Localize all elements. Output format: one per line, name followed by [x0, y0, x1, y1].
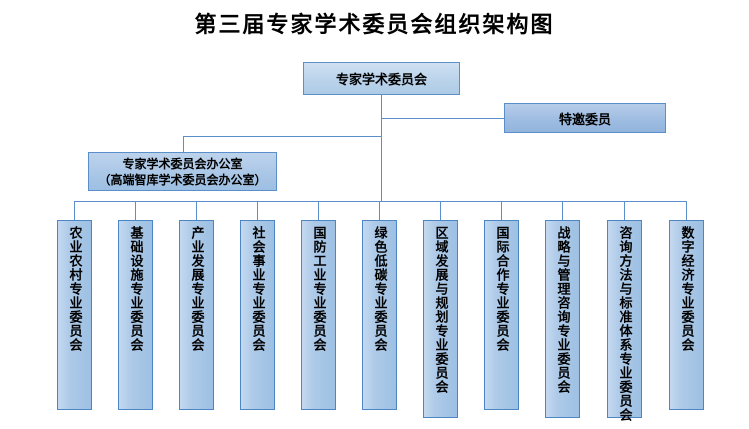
connector-drop-4	[257, 201, 258, 220]
connector-drop-7	[440, 201, 441, 220]
connector-drop-3	[196, 201, 197, 220]
node-committee-6[interactable]: 绿色低碳专业委员会	[362, 220, 397, 410]
connector-drop-9	[562, 201, 563, 220]
node-committee-1-label: 农业农村专业委员会	[67, 226, 83, 352]
node-committee-6-label: 绿色低碳专业委员会	[372, 226, 388, 352]
connector-drop-1	[74, 201, 75, 220]
node-office-label-line1: 专家学术委员会办公室	[122, 156, 243, 171]
connector-drop-2	[135, 201, 136, 220]
connector-to-office-vertical	[183, 136, 184, 153]
node-committee-5-label: 国防工业专业委员会	[311, 226, 327, 352]
connector-drop-8	[501, 201, 502, 220]
connector-drop-6	[379, 201, 380, 220]
node-committee-1[interactable]: 农业农村专业委员会	[57, 220, 92, 410]
node-committee-11[interactable]: 数字经济专业委员会	[669, 220, 704, 410]
node-committee-2-label: 基础设施专业委员会	[128, 226, 144, 352]
node-committee-8-label: 国际合作专业委员会	[494, 226, 510, 352]
node-committee-11-label: 数字经济专业委员会	[679, 226, 695, 352]
node-office-label-line2: （高端智库学术委员会办公室）	[98, 172, 267, 187]
connector-bus	[74, 201, 687, 202]
node-committee-8[interactable]: 国际合作专业委员会	[484, 220, 519, 410]
connector-to-office-horizontal	[183, 136, 382, 137]
node-committee-4-label: 社会事业专业委员会	[250, 226, 266, 352]
node-root-committee[interactable]: 专家学术委员会	[303, 62, 460, 95]
connector-drop-5	[318, 201, 319, 220]
node-committee-7[interactable]: 区域发展与规划专业委员会	[423, 220, 458, 418]
node-committee-7-label: 区域发展与规划专业委员会	[433, 226, 449, 394]
connector-to-invited	[381, 118, 504, 119]
node-invited-members[interactable]: 特邀委员	[504, 103, 666, 133]
connector-drop-11	[686, 201, 687, 220]
node-committee-3[interactable]: 产业发展专业委员会	[179, 220, 214, 410]
node-committee-4[interactable]: 社会事业专业委员会	[240, 220, 275, 410]
page-title: 第三届专家学术委员会组织架构图	[194, 12, 555, 37]
node-committee-9[interactable]: 战略与管理咨询专业委员会	[545, 220, 580, 418]
node-committee-5[interactable]: 国防工业专业委员会	[301, 220, 336, 410]
node-committee-10[interactable]: 咨询方法与标准体系专业委员会	[607, 220, 642, 422]
node-committee-10-label: 咨询方法与标准体系专业委员会	[617, 226, 633, 422]
connector-root-trunk	[381, 95, 382, 202]
connector-drop-10	[624, 201, 625, 220]
node-root-label: 专家学术委员会	[335, 72, 427, 87]
node-committee-2[interactable]: 基础设施专业委员会	[118, 220, 153, 410]
node-office[interactable]: 专家学术委员会办公室 （高端智库学术委员会办公室）	[88, 152, 277, 191]
node-committee-9-label: 战略与管理咨询专业委员会	[555, 226, 571, 394]
node-invited-label: 特邀委员	[558, 111, 611, 127]
node-committee-3-label: 产业发展专业委员会	[189, 226, 205, 352]
